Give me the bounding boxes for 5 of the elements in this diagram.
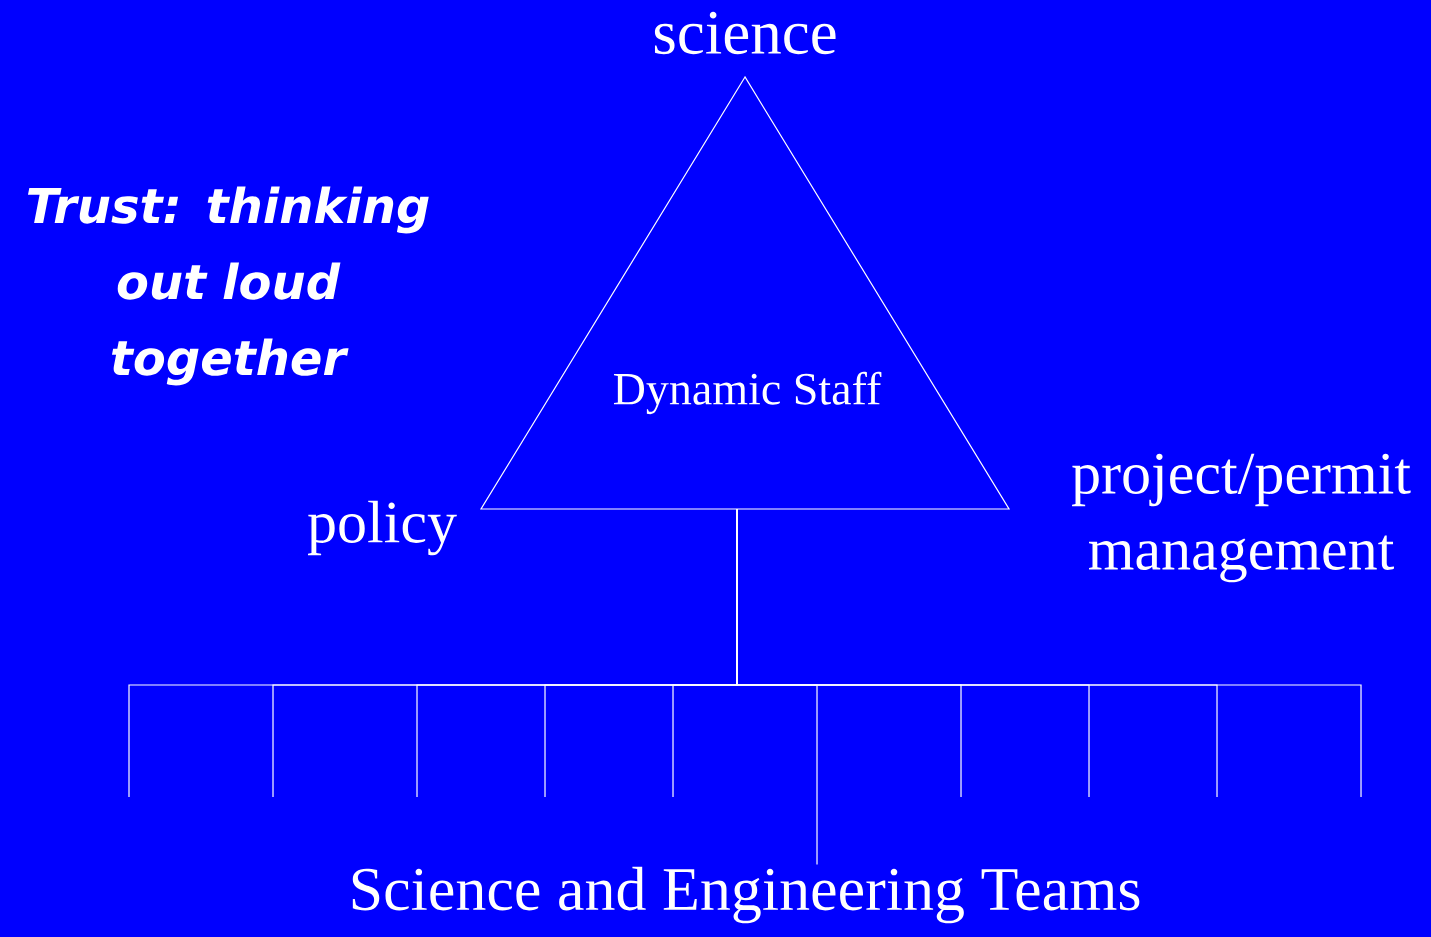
label-text: project/permit management: [1072, 453, 1411, 583]
team-label: Science and Engineering Teams: [352, 866, 1140, 924]
connector-line: [736, 508, 1362, 798]
annotation-text: Trust: thinking out loud together: [27, 186, 429, 386]
label-text: policy: [308, 500, 457, 556]
